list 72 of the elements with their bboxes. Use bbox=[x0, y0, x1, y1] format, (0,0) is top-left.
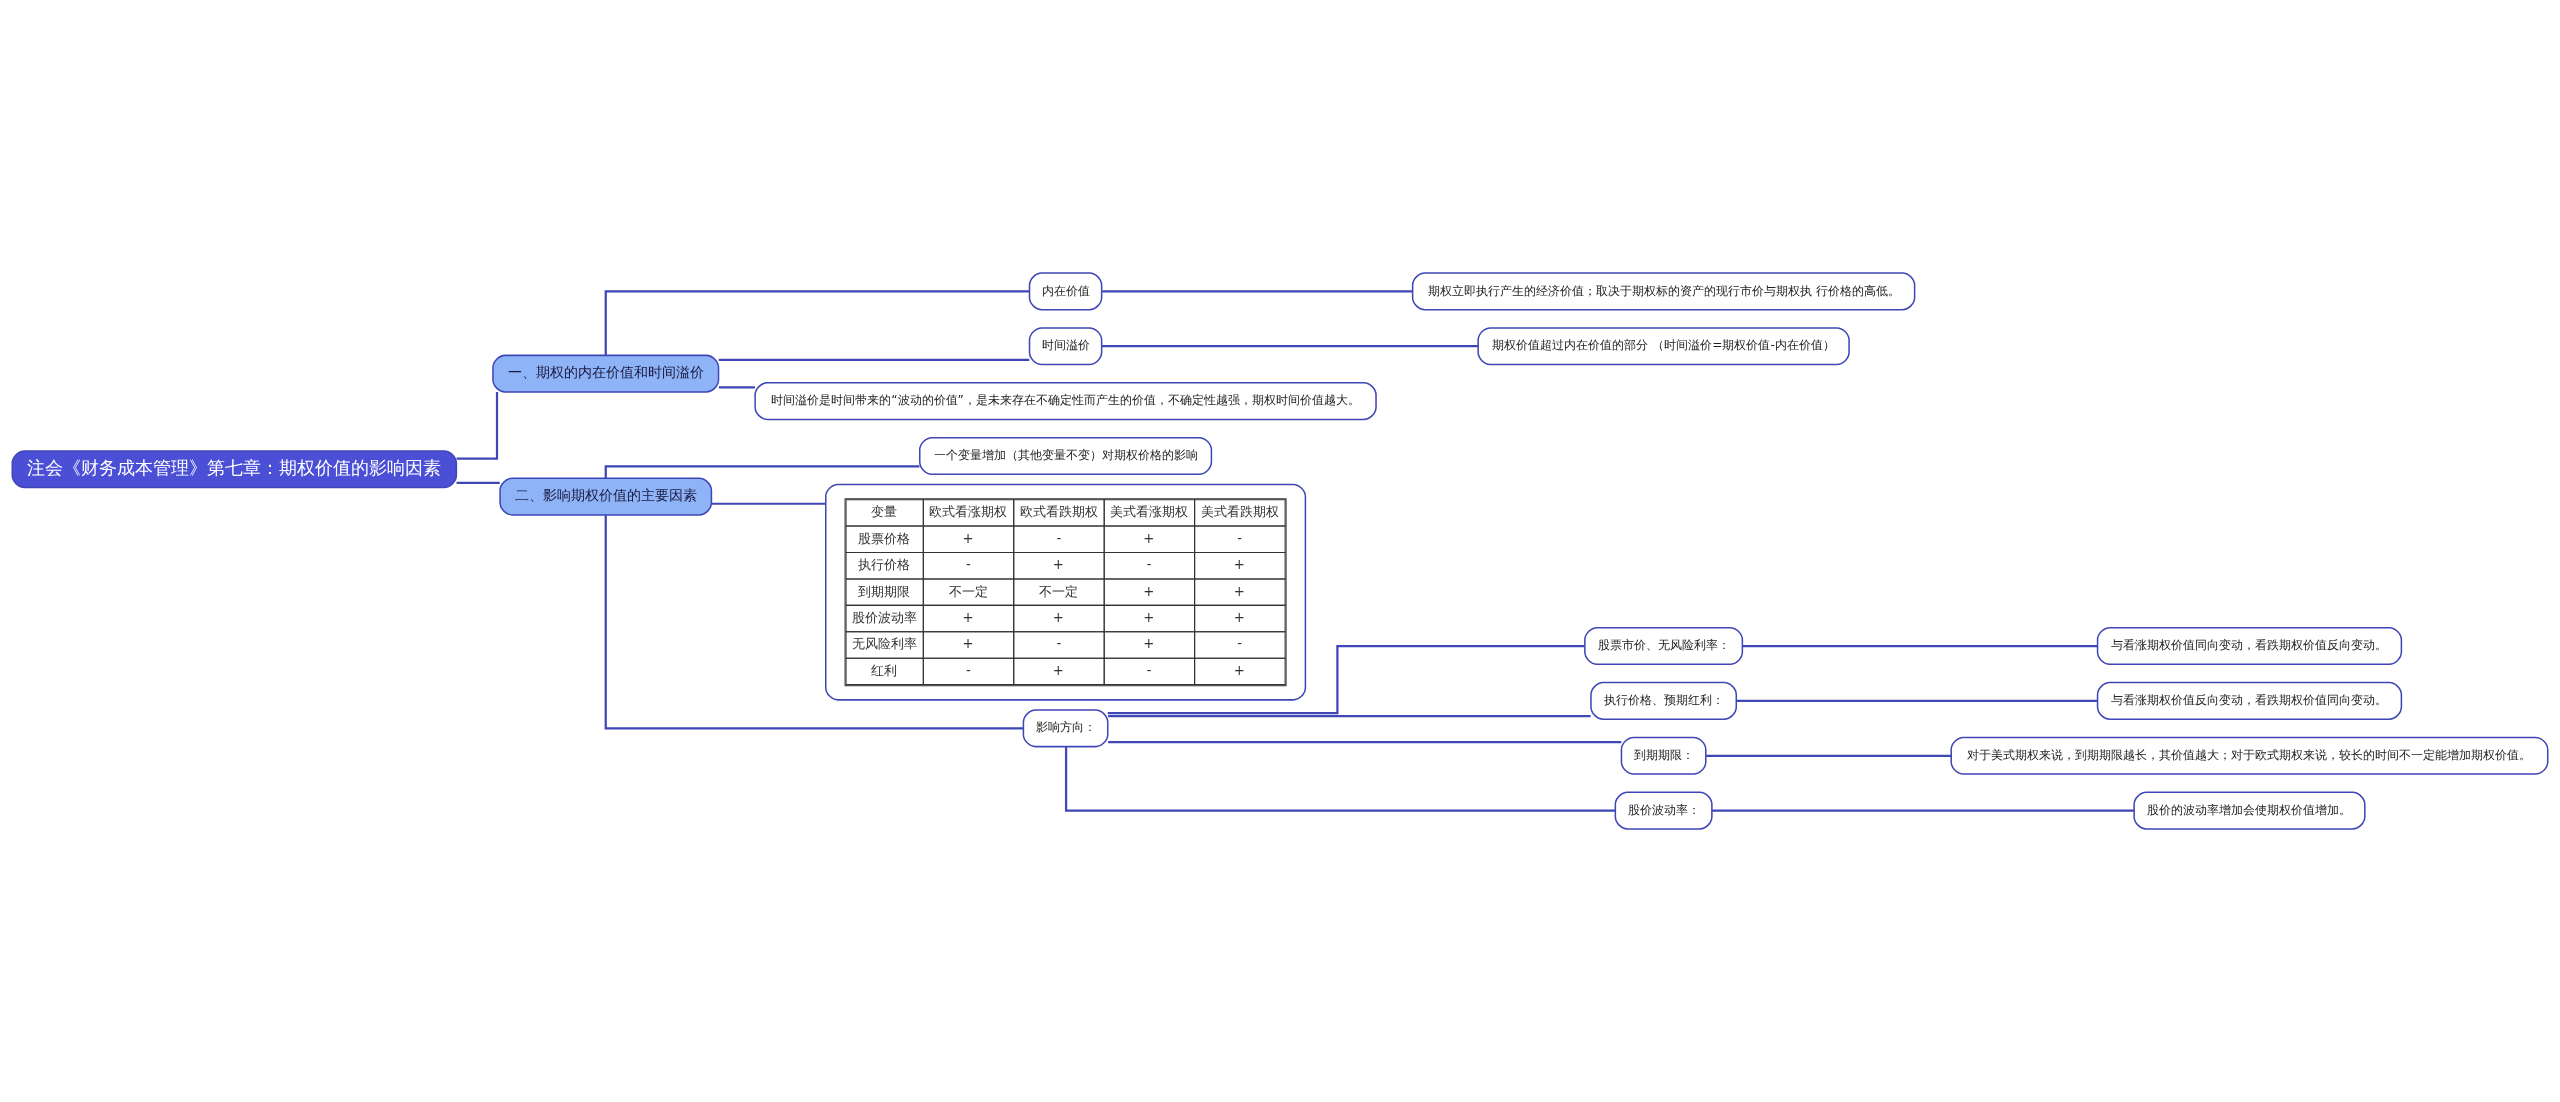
label: + bbox=[1233, 557, 1245, 573]
connector bbox=[711, 502, 826, 505]
connector bbox=[604, 515, 1024, 730]
connector bbox=[718, 358, 1030, 362]
node-box bbox=[825, 483, 1307, 701]
node-box: 一个变量增加（其他变量不变）对期权价格的影响 bbox=[919, 436, 1213, 476]
node-box: 影响方向： bbox=[1022, 709, 1109, 748]
label: + bbox=[1143, 610, 1155, 626]
label: + bbox=[1233, 610, 1245, 626]
node-box: 时间溢价 bbox=[1028, 327, 1103, 366]
label: - bbox=[965, 662, 971, 678]
label: + bbox=[1233, 662, 1245, 678]
label: + bbox=[1052, 557, 1064, 573]
node-box: 与看涨期权价值反向变动，看跌期权价值同向变动。 bbox=[2096, 681, 2403, 720]
connector bbox=[1102, 345, 1478, 348]
node-box: 股票市价、无风险利率： bbox=[1584, 626, 1744, 666]
label: 股价波动率 bbox=[852, 610, 918, 626]
label: + bbox=[1143, 583, 1155, 599]
node-box: 注会《财务成本管理》第七章：期权价值的影响因素 bbox=[11, 450, 458, 489]
label: 红利 bbox=[871, 662, 898, 678]
connector bbox=[1736, 699, 2098, 702]
label: - bbox=[965, 557, 971, 573]
label: - bbox=[1146, 557, 1152, 573]
label: - bbox=[1056, 530, 1062, 546]
label: 不一定 bbox=[948, 583, 988, 599]
node-box: 二、影响期权价值的主要因素 bbox=[499, 477, 713, 516]
connector bbox=[1108, 740, 1622, 744]
label: + bbox=[1052, 662, 1064, 678]
label: + bbox=[1052, 610, 1064, 626]
connector bbox=[1706, 754, 1951, 757]
label: - bbox=[1237, 530, 1243, 546]
connector bbox=[1108, 715, 1591, 718]
node-box: 一、期权的内在价值和时间溢价 bbox=[492, 354, 720, 393]
label: 变量 bbox=[871, 504, 898, 520]
connector bbox=[1107, 644, 1585, 715]
label: 美式看跌期权 bbox=[1200, 504, 1279, 520]
label: 执行价格 bbox=[858, 557, 911, 573]
node-box: 到期期限： bbox=[1620, 736, 1707, 775]
label: - bbox=[1146, 662, 1152, 678]
node-box: 执行价格、预期红利： bbox=[1590, 681, 1738, 720]
node-box: 期权立即执行产生的经济价值；取决于期权标的资产的现行市价与期权执 行价格的高低。 bbox=[1411, 272, 1916, 311]
connector bbox=[718, 386, 755, 389]
label: - bbox=[1056, 636, 1062, 652]
connector bbox=[1712, 809, 2135, 812]
node-box: 内在价值 bbox=[1028, 272, 1103, 311]
label: 欧式看跌期权 bbox=[1019, 504, 1098, 520]
label: 到期期限 bbox=[858, 583, 911, 599]
node-box: 对于美式期权来说，到期期限越长，其价值越大；对于欧式期权来说，较长的时间不一定能增加期权价值。 bbox=[1950, 736, 2549, 775]
label: + bbox=[962, 610, 974, 626]
label: + bbox=[1143, 636, 1155, 652]
label: + bbox=[962, 636, 974, 652]
label: 美式看涨期权 bbox=[1110, 504, 1189, 520]
connector bbox=[1064, 747, 1616, 812]
node-box: 期权价值超过内在价值的部分 （时间溢价=期权价值-内在价值） bbox=[1477, 327, 1850, 366]
label: + bbox=[1233, 583, 1245, 599]
connector bbox=[456, 481, 500, 485]
node-box: 与看涨期权价值同向变动，看跌期权价值反向变动。 bbox=[2096, 626, 2403, 666]
label: 股票价格 bbox=[858, 530, 911, 546]
node-box: 时间溢价是时间带来的“波动的价值”，是未来存在不确定性而产生的价值，不确定性越强，期权时间价值越大。 bbox=[754, 382, 1377, 421]
label: 不一定 bbox=[1039, 583, 1079, 599]
label: + bbox=[962, 530, 974, 546]
label: 无风险利率 bbox=[852, 636, 918, 652]
connector bbox=[456, 392, 499, 460]
connector bbox=[1102, 290, 1413, 293]
connector bbox=[1742, 644, 2098, 648]
label: - bbox=[1237, 636, 1243, 652]
connector bbox=[604, 465, 920, 479]
label: 欧式看涨期权 bbox=[929, 504, 1008, 520]
node-box: 股价波动率： bbox=[1614, 791, 1713, 830]
connector bbox=[604, 290, 1030, 355]
node-box: 股价的波动率增加会使期权价值增加。 bbox=[2133, 791, 2366, 830]
label: + bbox=[1143, 530, 1155, 546]
